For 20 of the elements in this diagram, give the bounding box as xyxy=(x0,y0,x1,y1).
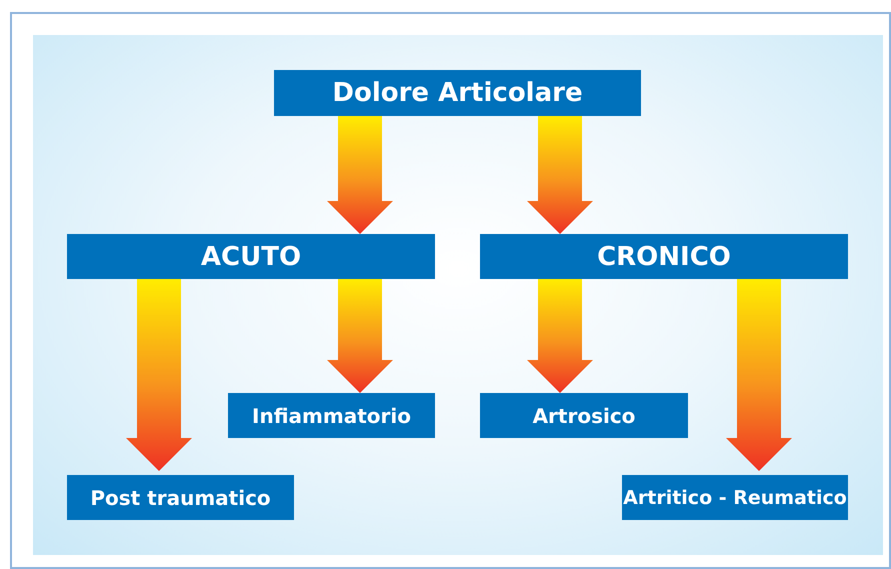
box-label: Dolore Articolare xyxy=(332,78,583,108)
category-box xyxy=(274,70,641,116)
arrow xyxy=(726,279,792,471)
category-box xyxy=(480,393,688,438)
category-box xyxy=(622,475,848,520)
box-label: Artrosico xyxy=(532,404,636,428)
box-label: Infiammatorio xyxy=(252,404,411,428)
arrow xyxy=(126,279,192,471)
box-label: CRONICO xyxy=(597,242,731,272)
category-box xyxy=(228,393,435,438)
box-label: ACUTO xyxy=(200,242,302,272)
category-box xyxy=(480,234,848,279)
category-box xyxy=(67,234,435,279)
box-label: Artritico - Reumatico xyxy=(623,486,847,508)
category-box xyxy=(67,475,294,520)
arrow xyxy=(527,279,593,393)
arrow xyxy=(327,279,393,393)
box-label: Post traumatico xyxy=(90,486,271,510)
arrow xyxy=(327,116,393,234)
arrow xyxy=(527,116,593,234)
